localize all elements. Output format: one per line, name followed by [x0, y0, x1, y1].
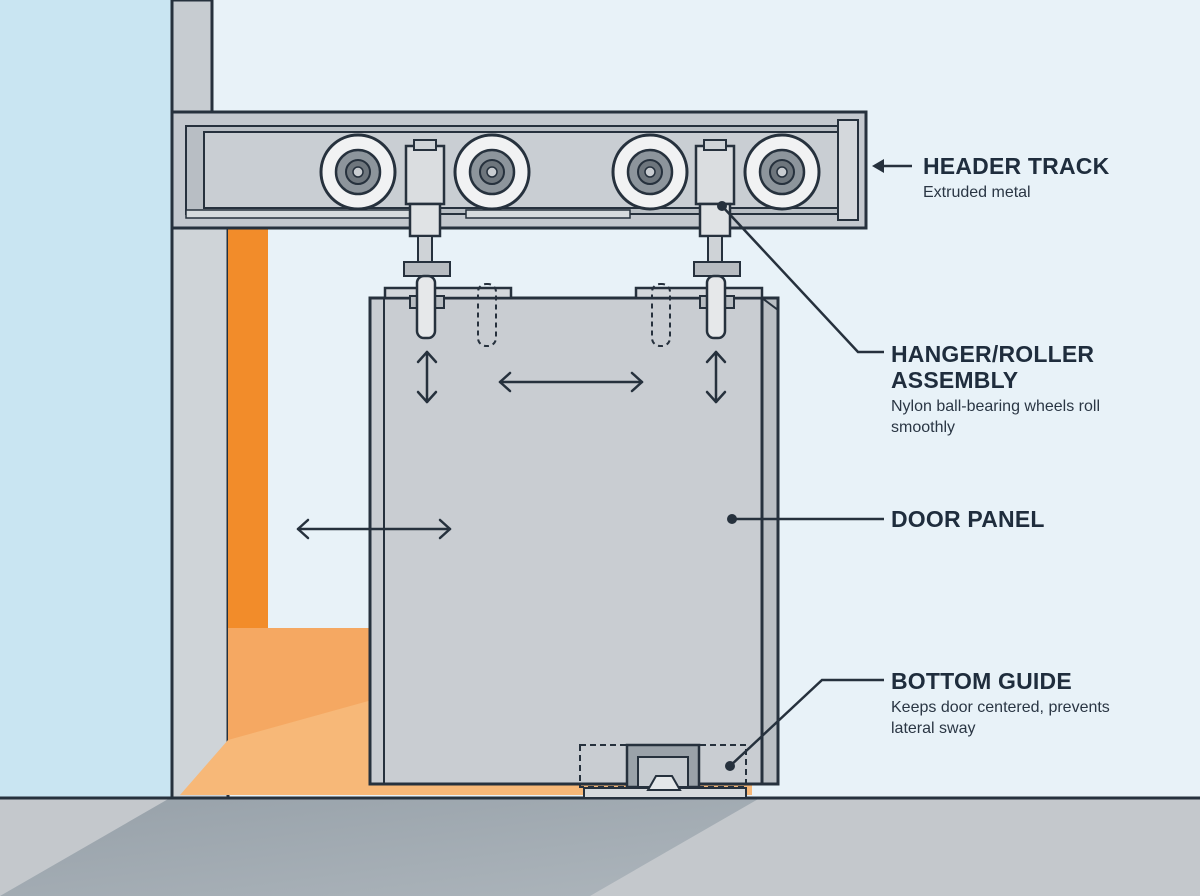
horizontal-adjust-arrow [498, 371, 644, 393]
wheel [319, 133, 397, 211]
wall [0, 0, 172, 800]
wheel [743, 133, 821, 211]
vertical-adjust-arrow-left [416, 350, 438, 404]
callout-desc: Nylon ball-bearing wheels roll smoothly [891, 398, 1100, 436]
leader-door-panel [727, 514, 884, 524]
leader-header-track [872, 159, 912, 173]
callout-title: HEADER TRACK [923, 153, 1110, 179]
vertical-adjust-arrow-right [705, 350, 727, 404]
callout-desc: Keeps door centered, prevents lateral sw… [891, 699, 1110, 737]
bottom-guide [579, 743, 747, 799]
callout-header-track: HEADER TRACK Extruded metal [923, 153, 1109, 203]
hanger-roller-right [611, 133, 821, 340]
hidden-screws [477, 283, 671, 347]
leader-bottom-guide [725, 678, 884, 771]
callout-title: HANGER/ROLLER ASSEMBLY [891, 341, 1095, 393]
wheel [453, 133, 531, 211]
slide-direction-arrow [296, 518, 452, 540]
callout-title: BOTTOM GUIDE [891, 668, 1072, 694]
floor [0, 796, 1200, 896]
callout-door-panel: DOOR PANEL [891, 506, 1045, 532]
hanger-roller-left [319, 133, 531, 340]
callout-desc: Extruded metal [923, 184, 1031, 201]
leader-hanger-roller [717, 201, 884, 354]
door-frame-jamb-inner [170, 226, 230, 802]
wheel [611, 133, 689, 211]
door-panel [368, 296, 780, 786]
callout-title: DOOR PANEL [891, 506, 1045, 532]
callout-bottom-guide: BOTTOM GUIDE Keeps door centered, preven… [891, 668, 1131, 739]
leader-lines [717, 159, 912, 771]
movement-arrows [296, 350, 727, 540]
callout-hanger-roller: HANGER/ROLLER ASSEMBLY Nylon ball-bearin… [891, 341, 1131, 438]
